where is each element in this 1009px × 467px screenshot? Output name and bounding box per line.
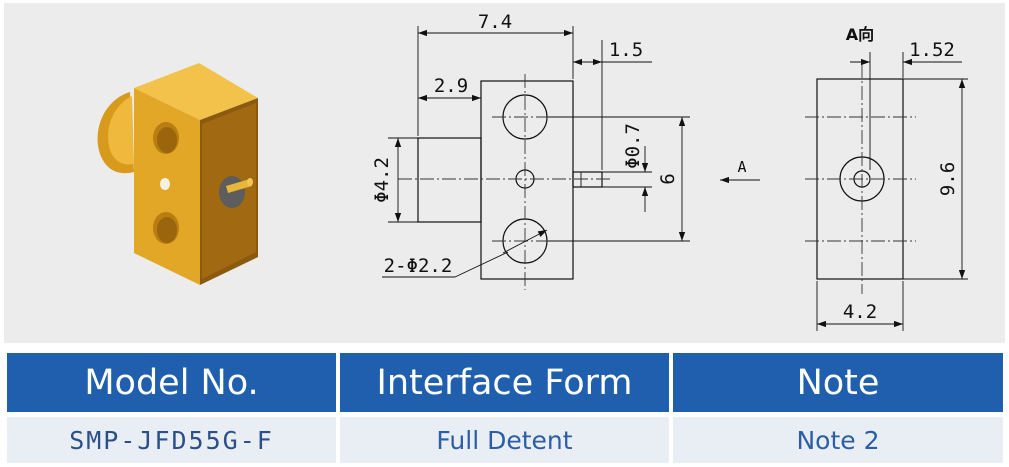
dim-body-diameter: Φ4.2: [371, 157, 393, 203]
header-model-no: Model No.: [7, 353, 336, 412]
header-interface-form: Interface Form: [340, 353, 669, 412]
dim-end-height: 9.6: [937, 162, 959, 196]
technical-drawing: 7.4 1.5 2.9 Φ4.2 Φ0.7 6 2-Φ2.2 A A向: [4, 3, 1005, 343]
side-view: 7.4 1.5 2.9 Φ4.2 Φ0.7 6 2-Φ2.2 A: [371, 11, 760, 290]
connector-3d-illustration: [97, 63, 258, 285]
cell-model-no: SMP-JFD55G-F: [7, 417, 336, 463]
dim-end-offset: 1.52: [909, 39, 955, 61]
dim-pin-diameter: Φ0.7: [622, 123, 644, 169]
header-note: Note: [673, 353, 1003, 412]
cell-interface-form: Full Detent: [340, 417, 669, 463]
dim-hole-spacing: 6: [657, 173, 679, 184]
view-arrow-label: A: [737, 158, 746, 176]
end-view-title: A向: [846, 25, 874, 44]
end-view: A向 1.52 9.6 4.2: [805, 25, 968, 331]
cell-note: Note 2: [673, 417, 1003, 463]
dim-flange-offset: 2.9: [434, 75, 468, 97]
dim-end-width: 4.2: [843, 301, 877, 323]
dim-width-total: 7.4: [478, 11, 512, 33]
dim-mount-holes: 2-Φ2.2: [384, 255, 453, 277]
dim-pin-extension: 1.5: [609, 39, 643, 61]
